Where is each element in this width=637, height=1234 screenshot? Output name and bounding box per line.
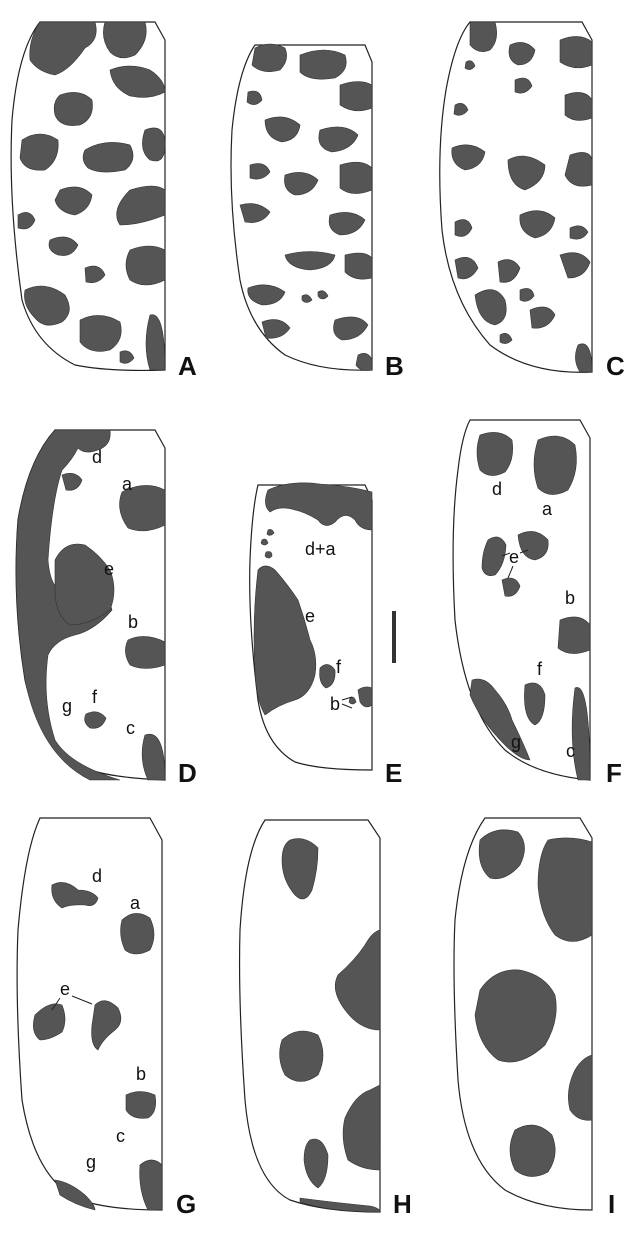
spot-label: c bbox=[116, 1126, 125, 1146]
spot-label: b bbox=[565, 588, 575, 608]
panel-letter: A bbox=[178, 351, 197, 381]
spot-label: d bbox=[92, 447, 102, 467]
panel-letter: B bbox=[385, 351, 404, 381]
spot-label: a bbox=[542, 499, 553, 519]
panel-c: C bbox=[440, 22, 625, 381]
spot-label: e bbox=[305, 606, 315, 626]
panel-f: d a e b f g c F bbox=[453, 420, 622, 788]
panel-g: d a e b c g G bbox=[17, 818, 196, 1219]
spot-label: c bbox=[566, 741, 575, 761]
spot-label: a bbox=[130, 893, 141, 913]
spot-label: e bbox=[104, 559, 114, 579]
panel-letter: D bbox=[178, 758, 197, 788]
spot-label: d+a bbox=[305, 539, 337, 559]
spot-label: e bbox=[60, 979, 70, 999]
panel-letter: I bbox=[608, 1189, 615, 1219]
elytron-outline bbox=[440, 22, 592, 372]
panel-e: d+a e f b E bbox=[250, 483, 403, 788]
panel-letter: F bbox=[606, 758, 622, 788]
panel-h: H bbox=[240, 820, 412, 1219]
panel-a: A bbox=[11, 22, 197, 381]
panel-letter: E bbox=[385, 758, 402, 788]
spot-label: b bbox=[128, 612, 138, 632]
panel-letter: C bbox=[606, 351, 625, 381]
spot-label: d bbox=[492, 479, 502, 499]
spot-label: g bbox=[511, 732, 521, 752]
spot-label: e bbox=[509, 547, 519, 567]
spot-label: g bbox=[86, 1152, 96, 1172]
panel-i: I bbox=[454, 818, 615, 1219]
panel-d: d a e b g f c D bbox=[16, 430, 197, 788]
spot-label: b bbox=[136, 1064, 146, 1084]
spot-label: b bbox=[330, 694, 340, 714]
spot-label: a bbox=[122, 474, 133, 494]
panel-b: B bbox=[231, 44, 404, 381]
panel-letter: H bbox=[393, 1189, 412, 1219]
spot-label: d bbox=[92, 866, 102, 886]
spot-label: g bbox=[62, 696, 72, 716]
panel-letter: G bbox=[176, 1189, 196, 1219]
spot-label: c bbox=[126, 718, 135, 738]
